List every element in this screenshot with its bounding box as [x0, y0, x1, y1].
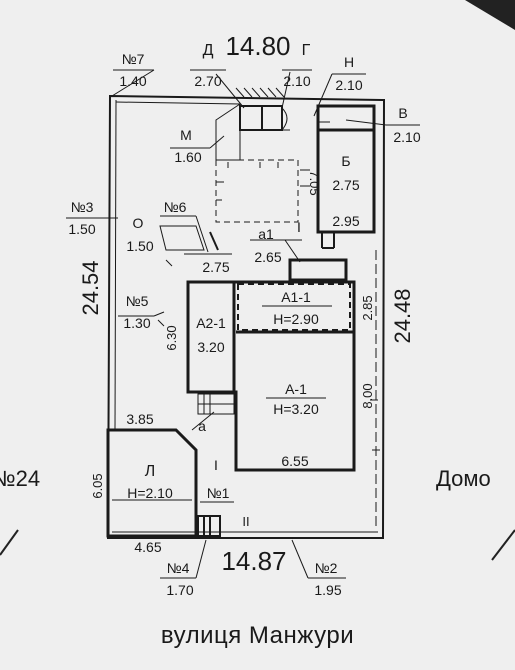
building-l-height: Н=2.10: [127, 485, 173, 501]
left-height-label: 24.54: [78, 260, 103, 315]
building-v-label: В: [398, 105, 407, 121]
building-v-value: 2.10: [393, 129, 420, 145]
dim-2-75: 2.75: [202, 259, 229, 275]
courtyard-dashed: [215, 159, 299, 223]
corner-mark-left: [0, 529, 19, 556]
neighbor-left-label: №24: [0, 466, 40, 491]
building-a1-value: 2.65: [254, 249, 281, 265]
o-step: [209, 231, 219, 251]
porch-a: [197, 393, 235, 415]
building-a-1: [232, 280, 356, 472]
building-o-label: О: [133, 215, 144, 231]
building-m-value: 1.60: [174, 149, 201, 165]
fence-n4-label: №4: [167, 560, 190, 576]
porch-a-label: а: [198, 418, 206, 434]
building-b-label: Б: [341, 153, 350, 169]
n6-leader2: [195, 215, 209, 253]
site-boundary: [106, 94, 386, 539]
dim-8-00: 8.00: [360, 383, 375, 408]
top-hatch: [235, 87, 285, 98]
fence-n7-label: №7: [122, 51, 145, 67]
building-a-1-height: Н=3.20: [273, 401, 319, 417]
dim-6-30: 6.30: [164, 325, 179, 350]
dim-2-95: 2.95: [332, 213, 359, 229]
building-a-1-label: А-1: [285, 381, 307, 397]
point-g-label: Г: [302, 42, 311, 59]
dim-6-05: 6.05: [90, 473, 105, 498]
point-i-bottom: І: [214, 457, 218, 473]
building-m-label: М: [180, 127, 192, 143]
building-a1-1-label: А1-1: [281, 289, 311, 305]
fence-n4-value: 1.70: [166, 582, 193, 598]
building-g-value: 2.10: [283, 73, 310, 89]
a1-leader2: [284, 239, 301, 263]
dim-6-55: 6.55: [281, 453, 308, 469]
building-m-outline: [215, 103, 241, 161]
building-a1-1-height: Н=2.90: [273, 311, 319, 327]
fence-n2-value: 1.95: [314, 582, 341, 598]
building-a2-1: [186, 280, 236, 394]
fence-n5-value: 1.30: [123, 315, 150, 331]
fence-n6-label: №6: [164, 199, 187, 215]
fence-n1-label: №1: [207, 485, 230, 501]
dim-7-05: 7.05: [307, 170, 322, 195]
building-b-value: 2.75: [332, 177, 359, 193]
building-d-value: 2.70: [194, 73, 221, 89]
building-o: [159, 225, 205, 251]
building-a1-1: [237, 283, 351, 331]
building-a1-label: а1: [258, 226, 274, 242]
corner-shadow-top-right: [465, 0, 515, 30]
dim-3-85: 3.85: [126, 411, 153, 427]
fence-n7-value: 1.40: [119, 73, 146, 89]
leader-lines: [66, 69, 420, 579]
building-n-value: 2.10: [335, 77, 362, 93]
gate-ii-label: ІІ: [242, 514, 249, 529]
building-a2-1-height: 3.20: [197, 339, 224, 355]
right-height-label: 24.48: [390, 288, 415, 343]
building-a2-1-label: А2-1: [196, 315, 226, 331]
fence-n2-label: №2: [315, 560, 338, 576]
building-l: [106, 428, 198, 538]
building-g: [261, 105, 283, 131]
fence-markers: [157, 162, 380, 451]
building-v: [316, 104, 376, 132]
gate-ii: [197, 515, 221, 537]
point-i-top: І: [297, 219, 301, 235]
fence-n3-label: №3: [71, 199, 94, 215]
fence-n5-label: №5: [126, 293, 149, 309]
boundary-inner-left: [114, 99, 117, 431]
corner-mark-right: [491, 529, 515, 561]
building-d: [239, 105, 263, 131]
point-d-label: Д: [203, 42, 214, 59]
building-l-label: Л: [145, 463, 156, 480]
building-b: [316, 128, 376, 234]
fence-n3-value: 1.50: [68, 221, 95, 237]
top-width-label: 14.80: [225, 31, 290, 61]
dim-2-85: 2.85: [360, 295, 375, 320]
porch-a-leader: [191, 411, 215, 431]
dim-4-65: 4.65: [134, 539, 161, 555]
building-n-label: Н: [344, 54, 354, 70]
building-g-curve: [281, 107, 288, 131]
boundary-inner-top: [115, 101, 241, 105]
bottom-width-label: 14.87: [221, 546, 286, 576]
building-a1: [288, 258, 348, 282]
neighbor-right-label: Домо: [436, 466, 491, 491]
fence-n6-value: 1.50: [126, 238, 153, 254]
street-name: вулиця Манжури: [160, 622, 355, 649]
